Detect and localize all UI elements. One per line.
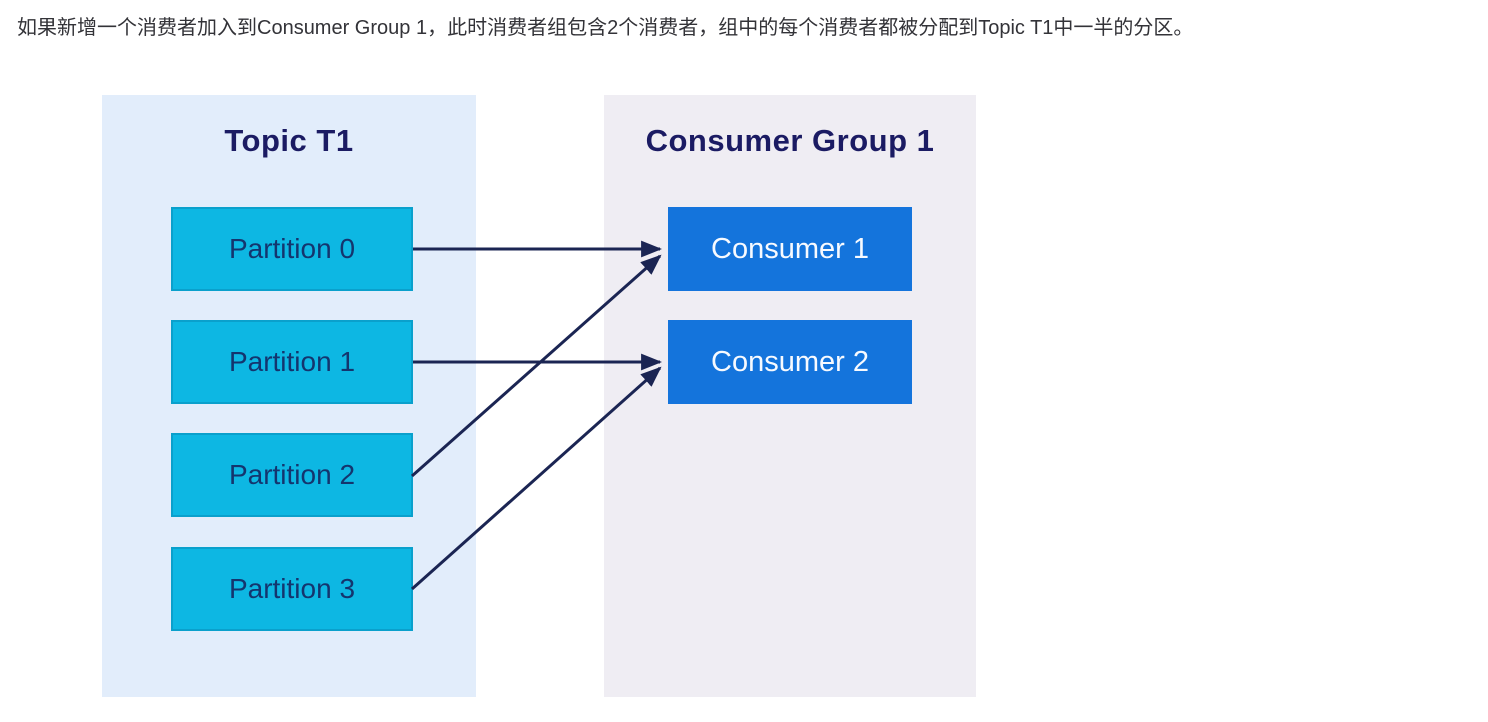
- consumer-group-title: Consumer Group 1: [645, 123, 935, 158]
- partition-1-label: Partition 1: [228, 346, 356, 377]
- partition-2-label: Partition 2: [228, 459, 356, 490]
- consumer-1-box: Consumer 1: [668, 207, 912, 291]
- partition-3-box: Partition 3: [171, 547, 413, 631]
- consumer-2-label: Consumer 2: [711, 345, 869, 378]
- consumer-2-box: Consumer 2: [668, 320, 912, 404]
- consumer-group-panel: Consumer Group 1: [604, 95, 976, 697]
- figure-caption: 如果新增一个消费者加入到Consumer Group 1，此时消费者组包含2个消…: [17, 17, 1194, 39]
- partition-0-box: Partition 0: [171, 207, 413, 291]
- partition-0-label: Partition 0: [228, 233, 356, 264]
- partition-3-label: Partition 3: [228, 573, 356, 604]
- consumer-1-label: Consumer 1: [711, 232, 869, 265]
- partition-1-box: Partition 1: [171, 320, 413, 404]
- topic-panel-title: Topic T1: [224, 123, 354, 158]
- partition-2-box: Partition 2: [171, 433, 413, 517]
